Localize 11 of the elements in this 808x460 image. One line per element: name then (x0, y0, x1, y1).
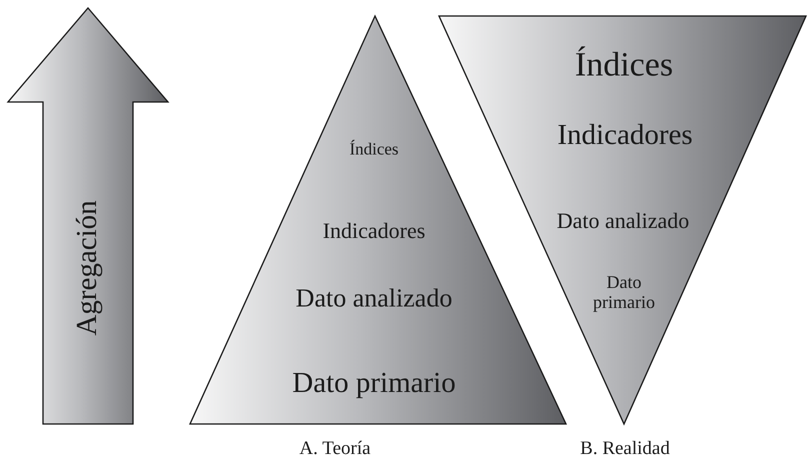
level-label: Dato analizado (296, 284, 452, 314)
arrow-label: Agregación (72, 200, 104, 336)
level-label: Dato analizado (556, 208, 690, 234)
level-label: Indicadores (557, 120, 693, 152)
level-label: Índices (349, 140, 399, 160)
level-label: Indicadores (322, 218, 426, 244)
level-label: Dato primario (292, 368, 456, 400)
node-label: A. Teoría (299, 438, 371, 460)
level-label: Índices (574, 46, 674, 84)
level-label: Dato primario (592, 273, 656, 313)
node-label: B. Realidad (580, 438, 670, 460)
